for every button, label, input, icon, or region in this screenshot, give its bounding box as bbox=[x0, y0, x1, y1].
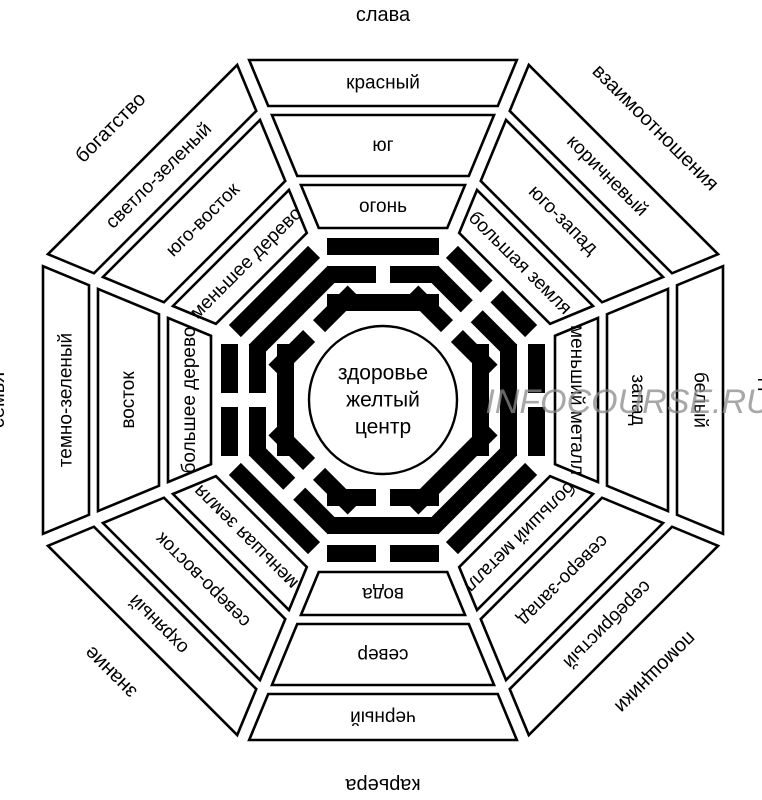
trigram-broken-line-right bbox=[490, 290, 538, 338]
color-band bbox=[41, 264, 91, 536]
color-band bbox=[508, 62, 721, 275]
element-band bbox=[457, 187, 596, 326]
trigram-broken-line-left bbox=[445, 245, 493, 293]
direction-band bbox=[605, 287, 670, 513]
color-label: темно-зеленый bbox=[56, 333, 77, 467]
trigram-broken-line-left bbox=[312, 467, 360, 515]
aspiration-label: карьера bbox=[345, 774, 421, 796]
aspiration-label: знание bbox=[80, 642, 141, 703]
element-band bbox=[457, 474, 596, 613]
element-label: меньший металл bbox=[566, 325, 587, 475]
trigram-broken-line-right bbox=[528, 407, 545, 456]
color-band bbox=[247, 692, 519, 742]
center-circle-group: здоровье желтый центр bbox=[307, 324, 459, 476]
trigram-broken-line-right bbox=[390, 266, 439, 283]
trigram-broken-line-left bbox=[390, 489, 439, 506]
color-band bbox=[45, 525, 258, 738]
trigram-solid-line bbox=[228, 245, 321, 338]
trigram-solid-line bbox=[327, 517, 439, 534]
aspiration-label: слава bbox=[356, 4, 411, 26]
trigram-broken-line-left bbox=[390, 545, 439, 562]
sector-nw: больший металлсеверо-западсеребристыйпом… bbox=[406, 423, 721, 738]
center-circle bbox=[307, 324, 459, 476]
color-band bbox=[45, 62, 258, 275]
color-band bbox=[675, 264, 725, 536]
trigram-broken-line-left bbox=[327, 266, 376, 283]
trigram-solid-line bbox=[426, 443, 518, 535]
trigram-broken-line-left bbox=[406, 285, 454, 333]
center-label-color: желтый bbox=[346, 389, 420, 412]
trigram-broken-line-left bbox=[249, 407, 266, 456]
sector-n: вода север черный карьера bbox=[247, 489, 519, 796]
direction-band bbox=[96, 287, 161, 513]
direction-band bbox=[270, 622, 496, 687]
trigram-broken-line-left bbox=[268, 329, 316, 377]
element-label: вода bbox=[362, 583, 404, 604]
color-label: белый bbox=[690, 372, 711, 428]
element-label: большее дерево bbox=[179, 327, 200, 474]
element-band bbox=[298, 183, 468, 230]
trigram bbox=[472, 344, 545, 456]
element-label: огонь bbox=[359, 196, 407, 217]
sector-s: огонь юг красный слава bbox=[247, 4, 519, 311]
trigram-broken-line-left bbox=[528, 344, 545, 393]
center-label-health: здоровье bbox=[338, 362, 428, 385]
direction-label: юг bbox=[372, 135, 393, 156]
trigram-broken-line-right bbox=[221, 344, 238, 393]
watermark: INFOCOURSE.RU bbox=[485, 383, 762, 421]
color-label: черный bbox=[350, 707, 416, 728]
element-band bbox=[166, 315, 213, 485]
direction-band bbox=[479, 117, 666, 304]
element-band bbox=[298, 570, 468, 617]
direction-label: запад bbox=[627, 374, 648, 425]
trigram-broken-line-right bbox=[249, 344, 266, 393]
trigram-solid-line bbox=[500, 344, 517, 456]
direction-band bbox=[479, 496, 666, 683]
trigram-solid-line bbox=[327, 238, 439, 255]
direction-label: север bbox=[357, 644, 408, 665]
trigram-broken-line-left bbox=[293, 487, 340, 535]
trigram-broken-line-left bbox=[426, 265, 473, 313]
direction-label: восток bbox=[118, 371, 139, 429]
color-label: красный bbox=[346, 73, 420, 94]
center-label-center: центр bbox=[355, 416, 411, 439]
aspiration-label: семья bbox=[0, 372, 9, 428]
element-band bbox=[170, 474, 309, 613]
color-band bbox=[247, 58, 519, 108]
element-band bbox=[553, 315, 600, 485]
trigram-solid-line bbox=[228, 462, 321, 555]
trigram-broken-line-right bbox=[312, 285, 360, 333]
trigram-broken-line-left bbox=[221, 407, 238, 456]
aspiration-label: дети bbox=[757, 379, 762, 421]
color-band bbox=[508, 525, 721, 738]
sector-w: меньший металл запад белый дети bbox=[472, 264, 762, 536]
direction-band bbox=[100, 117, 287, 304]
trigram-broken-line-right bbox=[327, 545, 376, 562]
element-band bbox=[170, 187, 309, 326]
trigram-solid-line bbox=[248, 265, 340, 357]
trigram bbox=[228, 245, 360, 377]
sector-e: большее дерево восток темно-зеленый семья bbox=[0, 264, 294, 536]
direction-band bbox=[270, 113, 496, 178]
trigram-solid-line bbox=[445, 462, 538, 555]
direction-band bbox=[100, 496, 287, 683]
aspiration-label: богатство bbox=[71, 88, 150, 167]
